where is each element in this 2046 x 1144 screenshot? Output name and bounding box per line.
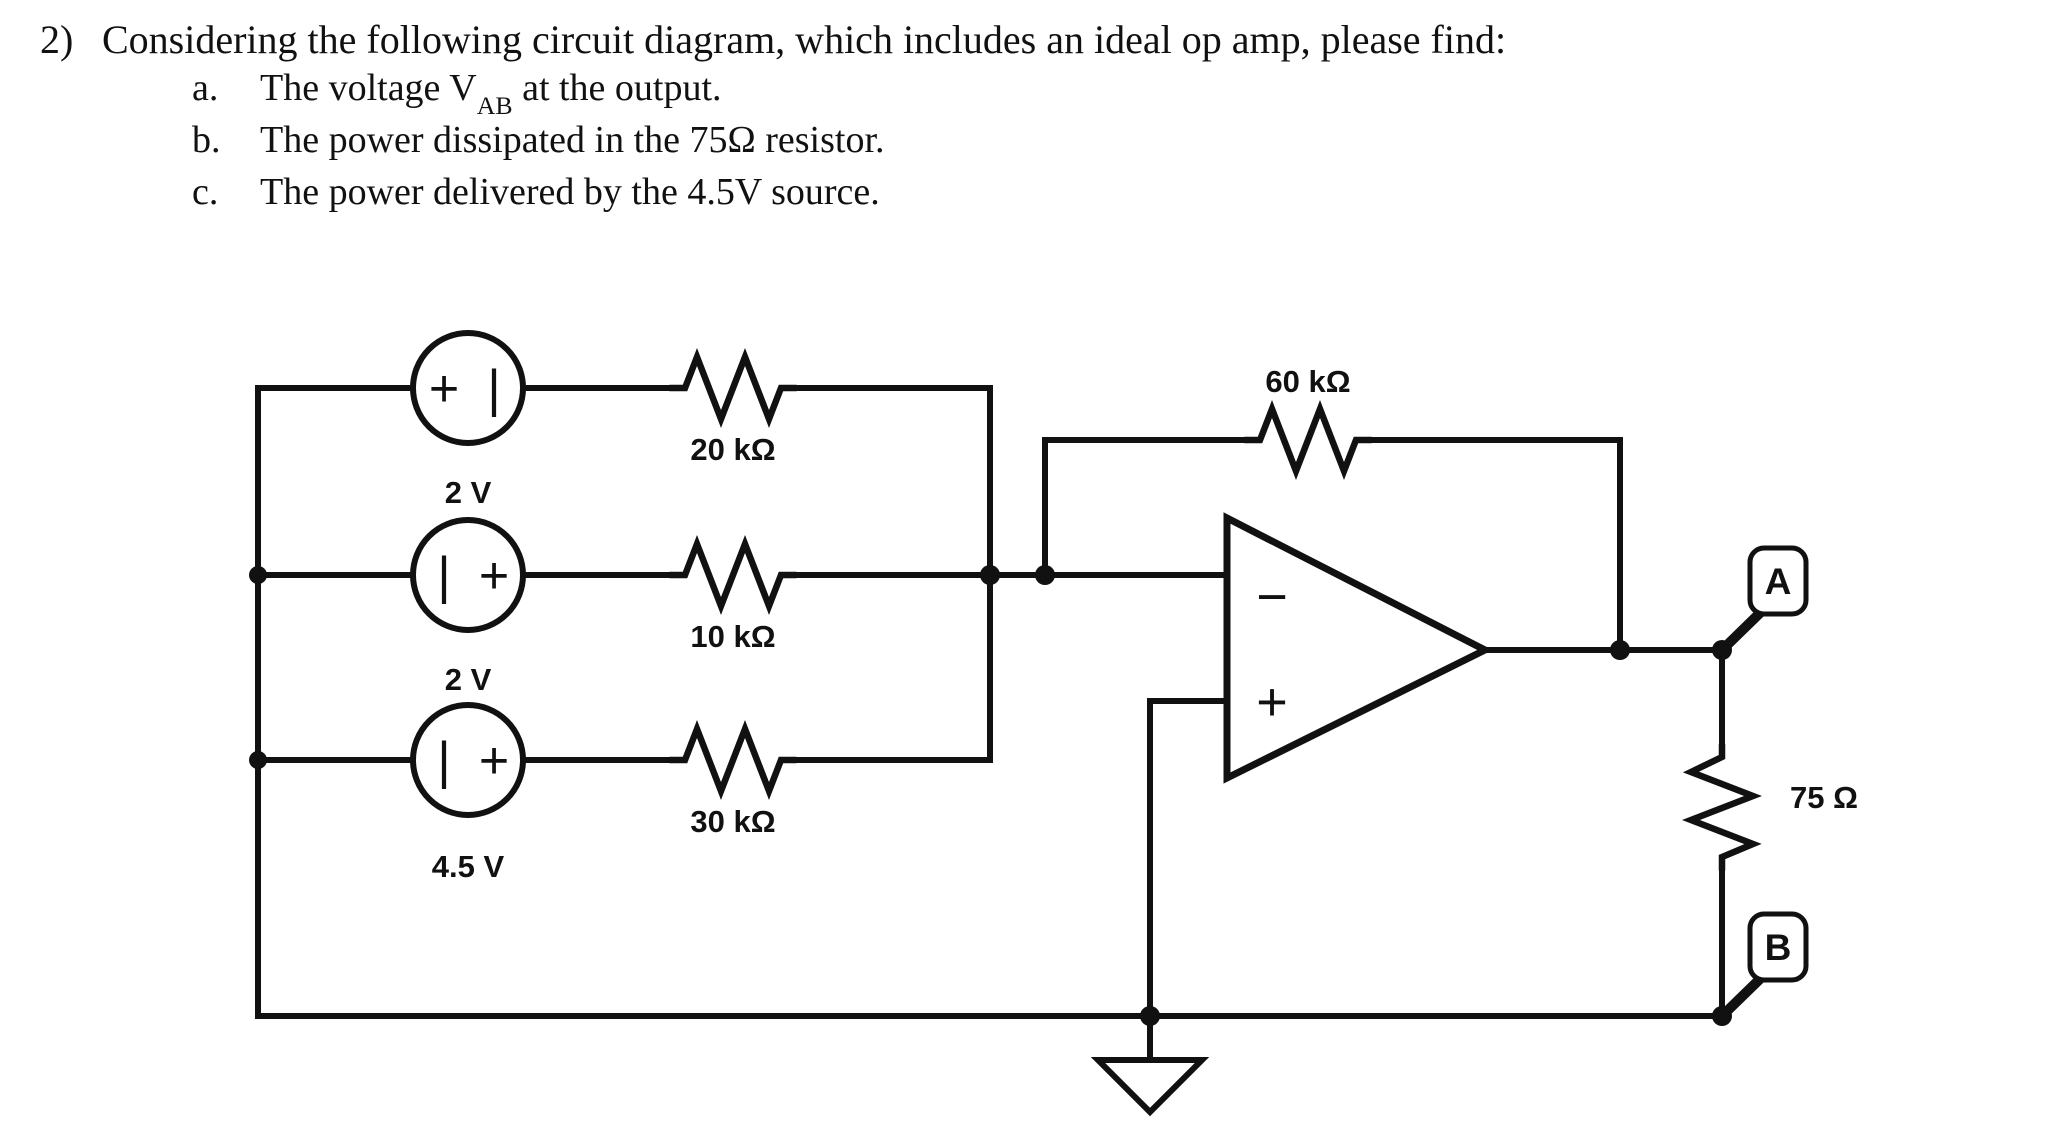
resistor-10k-symbol [666,534,800,616]
junction-dot-ground [1140,1006,1160,1026]
resistor-75-label: 75 Ω [1790,780,1858,815]
junction-dot-node-a [1712,640,1732,660]
voltage-source-3-right-sign: + [479,732,509,790]
voltage-source-3-label: 4.5 V [432,849,505,884]
voltage-source-3-symbol [410,702,526,818]
node-b-lead [1718,973,1766,1020]
question-number: 2) [40,17,74,62]
resistor-30k-symbol [666,719,800,801]
junction-dot-summing-bus [980,565,1000,585]
voltage-source-1-symbol [410,330,526,446]
question-part-a: a. The voltage VAB at the output. [192,66,722,121]
question-part-b: b. The power dissipated in the 75Ω resis… [192,118,885,162]
question-stem-line: 2) Considering the following circuit dia… [40,16,1506,63]
question-part-c-text: The power delivered by the 4.5V source. [260,171,880,213]
junction-dot-left-bottom [249,751,267,769]
voltage-source-2-symbol [410,517,526,633]
question-part-b-letter: b. [192,119,221,161]
question-part-a-text: The voltage VAB at the output. [260,67,722,121]
terminal-a-box [1747,545,1809,617]
terminal-b-box [1747,911,1809,983]
terminal-a-label: A [1765,561,1792,602]
question-part-b-text: The power dissipated in the 75Ω resistor… [260,119,885,161]
question-part-c-letter: c. [192,171,219,213]
resistor-20k-label: 20 kΩ [690,432,775,467]
voltage-source-2-label: 2 V [445,662,492,697]
question-stem-text: Considering the following circuit diagra… [102,17,1507,62]
resistor-60k-symbol [1241,399,1375,481]
resistor-30k-label: 30 kΩ [690,804,775,839]
voltage-source-2-left-sign: | [437,547,451,605]
ground-icon [1090,1057,1210,1117]
subscript-ab: AB [476,91,513,121]
voltage-source-3-left-sign: | [437,732,451,790]
resistor-20k-symbol [666,347,800,429]
terminal-b-label: B [1765,927,1792,968]
row3-right-wire [793,572,993,763]
row1-right-wire [793,385,993,578]
noninverting-input-to-ground-wire [1147,698,1230,1019]
opamp-noninverting-sign: + [1256,672,1288,732]
opamp-inverting-sign: − [1256,567,1288,627]
junction-dot-node-b [1712,1006,1732,1026]
question-part-c: c. The power delivered by the 4.5V sourc… [192,170,880,214]
voltage-source-1-right-sign: | [487,360,501,418]
voltage-source-1-label: 2 V [445,475,492,510]
opamp-triangle [1223,512,1493,784]
junction-dot-left-mid [249,566,267,584]
voltage-source-2-right-sign: + [479,547,509,605]
resistor-10k-label: 10 kΩ [690,619,775,654]
junction-dot-output-feedback [1610,640,1630,660]
voltage-source-1-left-sign: + [429,360,459,418]
junction-dot-feedback-tap [1035,565,1055,585]
feedback-right-wire [1368,437,1623,653]
question-part-a-letter: a. [192,67,219,109]
resistor-60k-label: 60 kΩ [1265,364,1350,399]
resistor-75-symbol [1681,741,1763,874]
feedback-left-wire [1042,437,1248,578]
node-a-lead [1718,607,1766,654]
